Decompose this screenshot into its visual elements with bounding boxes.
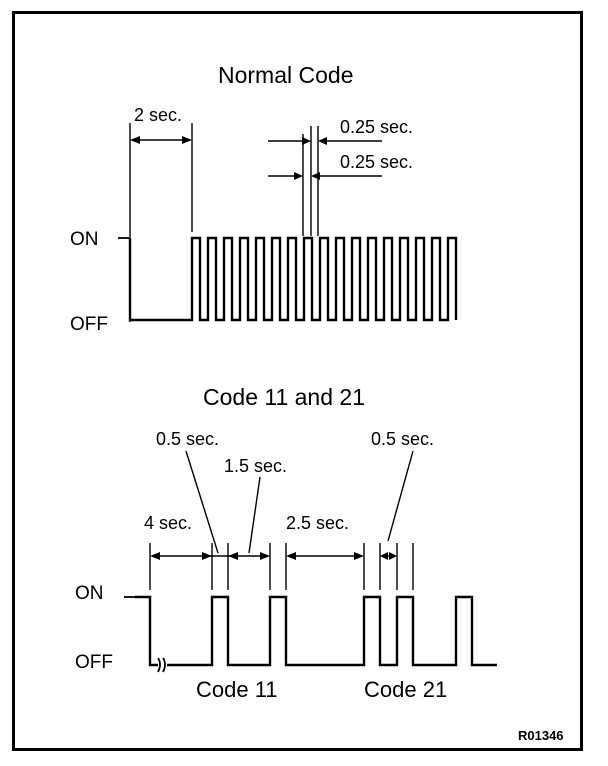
normal-025b-arrow-left [294,172,303,180]
codes-off-label: OFF [75,652,113,673]
code-11-label: Code 11 [196,677,278,702]
codes-05-left-label: 0.5 sec. [156,429,219,449]
codes-05r-leader [387,450,414,542]
codes-05r-arrow-left [380,552,388,560]
codes-on-label: ON [75,583,104,604]
codes-dim-arrow-1 [202,552,212,560]
codes-25-arrow-left [286,552,296,560]
codes-waveform [167,595,497,667]
reference-number: R01346 [518,728,564,743]
codes-4sec-label: 4 sec. [144,513,192,533]
codes-dim-arrow-2 [228,552,238,560]
normal-2sec-label: 2 sec. [134,105,182,125]
codes-break-symbol [157,657,166,673]
code-11-21-title: Code 11 and 21 [203,384,365,410]
normal-off-label: OFF [70,314,108,335]
normal-025a-label: 0.25 sec. [340,117,413,137]
code-21-label: Code 21 [364,677,447,702]
codes-05l-leader [185,450,219,554]
normal-on-label: ON [70,229,99,250]
normal-code-title: Normal Code [218,62,354,88]
codes-waveform-start [135,595,158,667]
normal-025a-arrow-right [318,137,327,145]
normal-025a-arrow-left [302,137,311,145]
codes-05r-arrow-right [389,552,397,560]
normal-025b-arrow-right [311,172,320,180]
diagram-frame [12,11,583,751]
normal-2sec-arrow-right [182,136,192,144]
codes-05-right-label: 0.5 sec. [371,429,434,449]
codes-dim-arrow-3 [260,552,270,560]
codes-dim-arrow-0 [150,552,160,560]
codes-15-label: 1.5 sec. [224,456,287,476]
codes-25-arrow-right [354,552,364,560]
normal-code-waveform [128,236,458,322]
codes-25-label: 2.5 sec. [286,513,349,533]
codes-15-leader [248,476,261,554]
normal-2sec-arrow-left [130,136,140,144]
normal-025b-label: 0.25 sec. [340,152,413,172]
